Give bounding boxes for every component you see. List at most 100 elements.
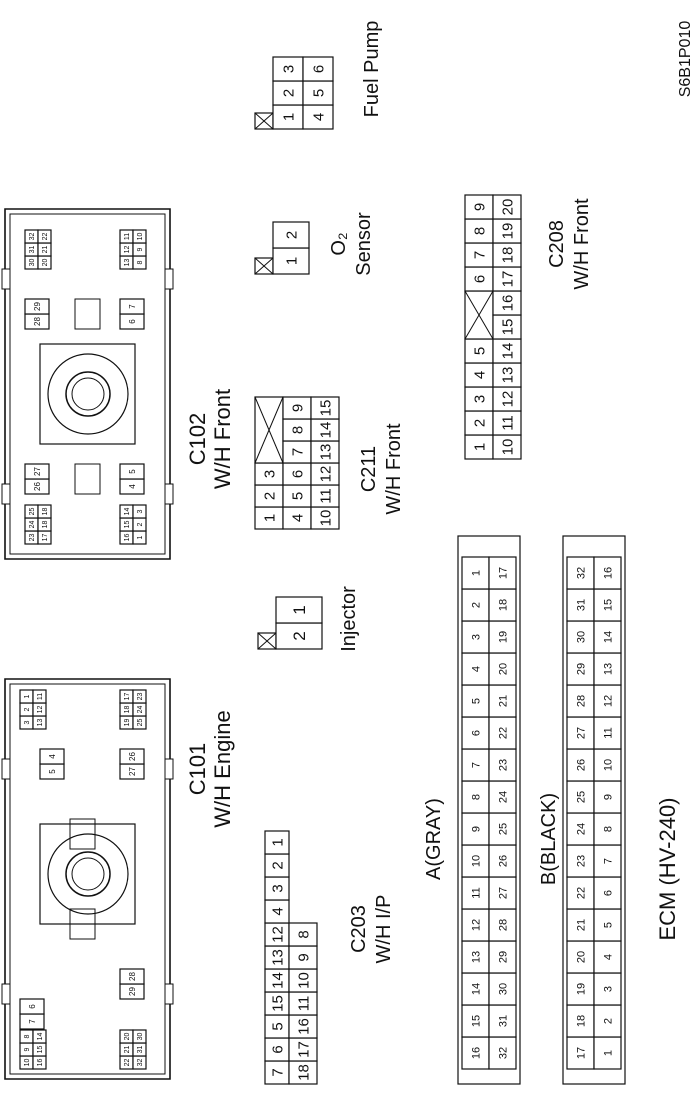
ecm-a-pin: 14 bbox=[470, 983, 482, 995]
c203-pin: 2 bbox=[269, 861, 286, 869]
ecm-a-label: A(GRAY) bbox=[423, 798, 445, 880]
c203-pin: 14 bbox=[269, 972, 286, 989]
ecm-b-label: B(BLACK) bbox=[538, 793, 560, 885]
ecm-b-pin: 24 bbox=[575, 823, 587, 835]
fuel-pump-pin: 1 bbox=[280, 113, 297, 121]
c211-pin: 4 bbox=[289, 514, 306, 522]
connector-c101: 1098161514762221203231303211312115429282… bbox=[1, 678, 174, 1080]
ecm-b-pin: 32 bbox=[575, 567, 587, 579]
c102-pin: 31 bbox=[29, 246, 36, 254]
c102-pin: 17 bbox=[42, 534, 49, 542]
c203-pin: 13 bbox=[269, 949, 286, 966]
c102-pin: 32 bbox=[29, 233, 36, 241]
c102-cell bbox=[24, 298, 50, 315]
c208-pin: 1 bbox=[471, 443, 488, 451]
c101-harness: W/H Engine bbox=[210, 710, 235, 827]
c211-pin: 7 bbox=[289, 448, 306, 456]
c102-pin: 29 bbox=[33, 302, 42, 311]
c102-pin: 28 bbox=[33, 317, 42, 326]
c101-pin: 22 bbox=[124, 1059, 131, 1067]
c203-pin: 8 bbox=[295, 930, 312, 938]
c208-pin: 4 bbox=[471, 371, 488, 379]
c101-pin: 18 bbox=[124, 706, 131, 714]
c102-pin: 4 bbox=[128, 484, 137, 489]
connector-c102: 2324251718182627161514123452829673031322… bbox=[1, 208, 174, 560]
figure-code: S6B1P010 bbox=[677, 21, 694, 98]
c102-pin: 23 bbox=[29, 534, 36, 542]
injector-pin: 1 bbox=[290, 605, 309, 614]
c101-pin: 17 bbox=[124, 693, 131, 701]
ecm-a-pin: 29 bbox=[497, 951, 509, 963]
c102-pin: 26 bbox=[33, 482, 42, 491]
fuel-pump-pin: 3 bbox=[280, 65, 297, 73]
c203-pin: 11 bbox=[295, 996, 312, 1012]
c211-pin: 11 bbox=[317, 488, 334, 504]
c101-cell bbox=[32, 1029, 47, 1044]
c101-pin: 1 bbox=[24, 694, 31, 698]
ecm-b-pin: 18 bbox=[575, 1015, 587, 1027]
c101-pin: 14 bbox=[37, 1033, 44, 1041]
c102-pin: 10 bbox=[137, 233, 144, 241]
c208-harness: W/H Front bbox=[571, 198, 593, 290]
ecm-a-body bbox=[457, 535, 521, 1085]
c208-pin: 13 bbox=[499, 367, 516, 384]
ecm-a-pin: 11 bbox=[470, 887, 482, 898]
fuel-pump-key-cross bbox=[254, 112, 274, 130]
c203-pin: 4 bbox=[269, 907, 286, 915]
ecm-a-pin: 17 bbox=[497, 567, 509, 579]
c102-pin: 14 bbox=[124, 508, 131, 516]
ecm-b-pin: 20 bbox=[575, 951, 587, 963]
c102-cell bbox=[37, 229, 52, 244]
ecm-b-pin: 17 bbox=[575, 1047, 587, 1059]
ecm-a-cell bbox=[488, 556, 517, 590]
c101-pin: 10 bbox=[24, 1059, 31, 1067]
c211-pin: 15 bbox=[317, 400, 334, 417]
ecm-a-pin: 1 bbox=[470, 570, 482, 576]
ecm-b-pin: 3 bbox=[602, 986, 614, 992]
c208-pin: 20 bbox=[499, 199, 516, 216]
c102-pin: 20 bbox=[42, 259, 49, 267]
o2-cell bbox=[272, 221, 310, 249]
c102-pin: 30 bbox=[29, 259, 36, 267]
ecm-a-pin: 15 bbox=[470, 1015, 482, 1027]
c101-pin: 29 bbox=[128, 987, 137, 996]
c102-pin: 2 bbox=[137, 522, 144, 526]
c101-pin: 11 bbox=[37, 693, 44, 700]
ecm-a-pin: 2 bbox=[470, 602, 482, 608]
ecm-b-body bbox=[562, 535, 626, 1085]
c101-cell bbox=[39, 748, 65, 765]
o2-sensor-label-2: Sensor bbox=[353, 212, 375, 276]
c208-pin: 17 bbox=[499, 271, 516, 288]
c102-pin: 18 bbox=[42, 521, 49, 529]
c203-pin: 7 bbox=[269, 1068, 286, 1076]
ecm-b-pin: 27 bbox=[575, 727, 587, 739]
c203-cell bbox=[288, 922, 318, 947]
ecm-b-pin: 4 bbox=[602, 954, 614, 960]
ecm-a-pin: 23 bbox=[497, 759, 509, 771]
injector-pin: 2 bbox=[290, 631, 309, 640]
ecm-b-pin: 25 bbox=[575, 791, 587, 803]
c208-pin: 11 bbox=[499, 415, 516, 431]
c203-cell bbox=[264, 830, 290, 855]
c203-pin: 12 bbox=[269, 926, 286, 943]
c203-pin: 16 bbox=[295, 1018, 312, 1035]
injector-label: Injector bbox=[338, 586, 360, 652]
ecm-a-pin: 8 bbox=[470, 794, 482, 800]
ecm-a-pin: 32 bbox=[497, 1047, 509, 1059]
ecm-b-pin: 11 bbox=[602, 727, 614, 738]
c101-pin: 8 bbox=[24, 1034, 31, 1038]
fuel-pump-label: Fuel Pump bbox=[361, 21, 383, 118]
c102-pin: 6 bbox=[128, 319, 137, 324]
c208-cell bbox=[492, 194, 522, 220]
c208-pin: 10 bbox=[499, 439, 516, 456]
c102-pin: 5 bbox=[128, 469, 137, 474]
c102-pin: 16 bbox=[124, 534, 131, 542]
c211-code: C211 bbox=[358, 446, 380, 492]
c211-pin: 5 bbox=[289, 492, 306, 500]
injector-key-cross bbox=[257, 632, 277, 650]
ecm-b-cell bbox=[593, 556, 622, 590]
c102-pin: 3 bbox=[137, 509, 144, 513]
ecm-b-pin: 29 bbox=[575, 663, 587, 675]
ecm-a-pin: 3 bbox=[470, 634, 482, 640]
ecm-a-pin: 9 bbox=[470, 826, 482, 832]
